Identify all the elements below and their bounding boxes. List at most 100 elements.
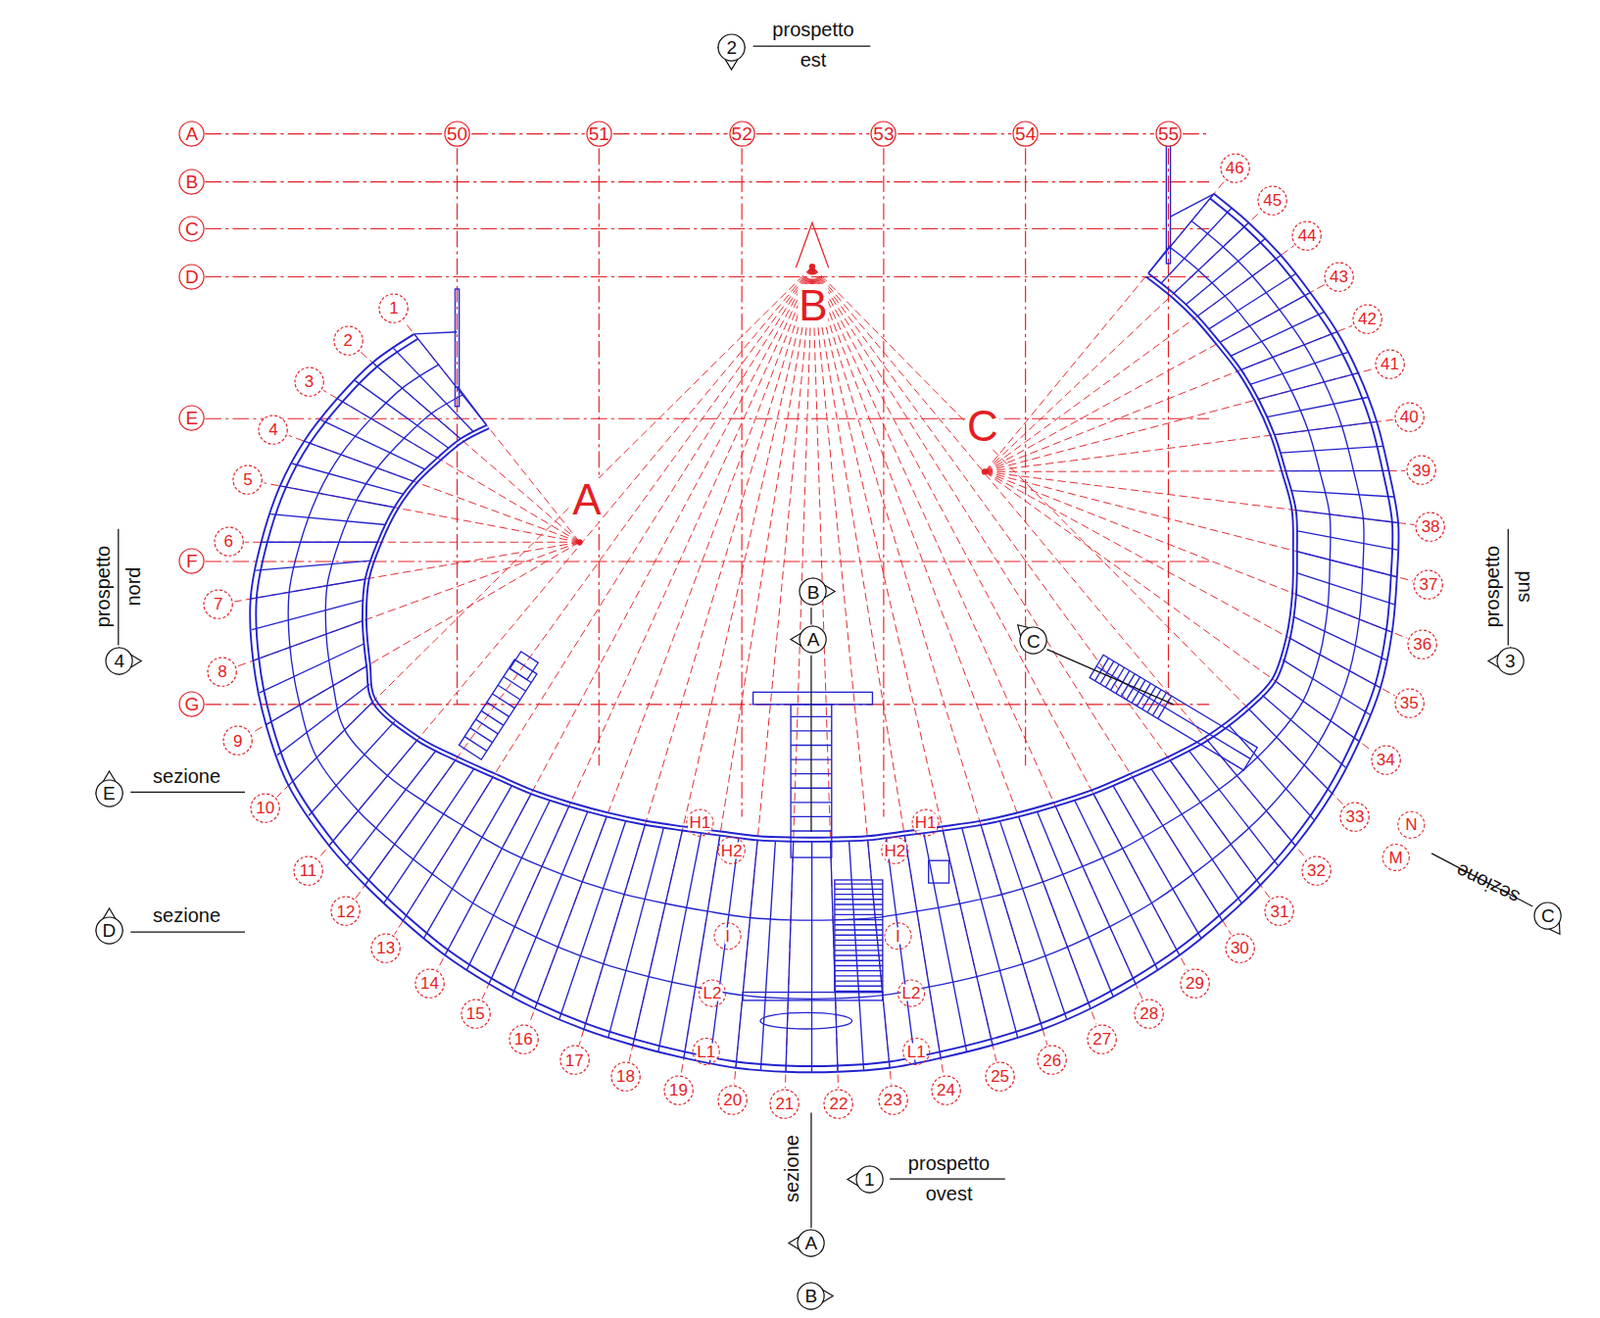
ring-rib	[1113, 785, 1202, 939]
stair-tread	[1158, 695, 1172, 719]
radial-line	[579, 266, 813, 1045]
label-circles	[686, 809, 1425, 1065]
bubble-label: 30	[1230, 939, 1250, 957]
bubble-label: 4	[268, 421, 278, 438]
marker-line	[810, 655, 812, 832]
radial-line	[984, 470, 1406, 472]
bubble-outline	[1406, 455, 1436, 485]
view-marker: 2prospetto est	[717, 33, 746, 62]
bubble-label: 2	[726, 38, 737, 57]
centre-label: B	[797, 284, 828, 328]
opening	[928, 860, 950, 883]
bubble-label: C	[1541, 906, 1555, 925]
stair-tread	[481, 710, 504, 726]
ring-rib	[1293, 616, 1387, 660]
centre-point	[981, 468, 988, 475]
axis-number-bubble: 14	[414, 968, 445, 999]
grid-line	[882, 147, 884, 817]
ring-rib	[1296, 573, 1395, 605]
ring-rib	[414, 334, 487, 426]
label-circle	[897, 979, 924, 1007]
axis-number-bubble: 38	[1414, 511, 1446, 542]
ring-rib	[1250, 352, 1349, 386]
bubble-outline	[770, 1089, 799, 1118]
stair-tread	[834, 893, 883, 895]
ring-label: L1	[695, 1042, 717, 1060]
bubble-outline	[461, 999, 490, 1028]
ring-wall	[255, 198, 1393, 1067]
bubble-label: 13	[376, 939, 395, 957]
ring-rib	[735, 839, 758, 1067]
stair-tread	[834, 923, 883, 925]
bubble-label: 42	[1357, 310, 1377, 328]
bubble-label: 6	[224, 533, 234, 550]
view-marker: Csezione	[1533, 901, 1562, 930]
ring-rib	[1018, 816, 1091, 1009]
radial-line	[263, 483, 580, 542]
end-post	[1165, 145, 1170, 264]
bubble-label: 5	[242, 471, 252, 488]
marker-lines	[118, 46, 1533, 1228]
stair-rail	[1096, 666, 1251, 759]
radial-line	[355, 266, 813, 899]
bubble-label: E	[102, 783, 116, 803]
grid-bubble: A	[178, 120, 205, 147]
bubble-outline	[871, 121, 896, 146]
stair-tread	[1100, 661, 1115, 684]
view-marker: Asezione	[796, 1228, 825, 1258]
ring-rib	[251, 599, 364, 630]
label-circle	[912, 809, 939, 836]
ring-rib	[1219, 292, 1310, 343]
marker-line	[117, 529, 119, 646]
ring-rib	[337, 398, 437, 459]
ring-rib	[1290, 490, 1394, 497]
bubble-outline	[179, 169, 204, 194]
radial-line	[812, 266, 1143, 999]
ring-rib	[1055, 806, 1136, 984]
ring-rib	[709, 837, 739, 1064]
stair-tread	[834, 934, 883, 936]
radial-line	[680, 266, 813, 1074]
centre-point	[809, 263, 816, 270]
ring-rib	[1228, 725, 1314, 821]
bubble-label: 25	[990, 1067, 1010, 1085]
label-circle	[903, 1037, 930, 1065]
bubble-outline	[1534, 902, 1561, 929]
axis-number-bubble: 44	[1291, 220, 1322, 251]
bubble-label: 9	[233, 732, 243, 750]
radial-line	[529, 266, 813, 1024]
bubble-outline	[331, 896, 360, 925]
grid-bubble: 54	[1012, 120, 1039, 147]
ring-rib	[354, 380, 449, 448]
bubble-outline	[586, 121, 612, 146]
stair-tread	[1094, 658, 1109, 681]
view-title: prospetto ovest	[908, 1148, 990, 1210]
marker-line	[1507, 529, 1509, 646]
bubble-label: 55	[1158, 124, 1179, 144]
bubble-outline	[1156, 121, 1181, 146]
ring-rib	[1296, 531, 1398, 550]
radial-line	[733, 266, 813, 1084]
ring-rib	[868, 839, 890, 1067]
bubble-label: 45	[1262, 192, 1282, 209]
bubble-outline	[179, 691, 204, 717]
grid-line	[613, 133, 728, 135]
axis-number-bubble: 17	[559, 1044, 590, 1075]
bubble-outline	[1302, 856, 1331, 885]
label-circle	[698, 979, 726, 1007]
bubble-outline	[1375, 349, 1405, 379]
axis-number-bubble: 2	[333, 325, 364, 356]
stair-tread	[834, 954, 883, 956]
bubble-outline	[1292, 221, 1321, 250]
radial-line	[812, 266, 1048, 1045]
axis-number-bubble: 46	[1219, 152, 1251, 184]
grid-bubble: F	[178, 547, 205, 575]
grid-bubble: 51	[585, 120, 613, 147]
marker-line	[889, 1177, 1006, 1179]
bubble-outline	[718, 1085, 747, 1115]
ring-label: I	[894, 927, 902, 945]
ring-rib	[1275, 680, 1359, 741]
bubble-label: 39	[1411, 462, 1431, 480]
label-circle	[1382, 844, 1409, 872]
label-circle	[1398, 811, 1425, 838]
